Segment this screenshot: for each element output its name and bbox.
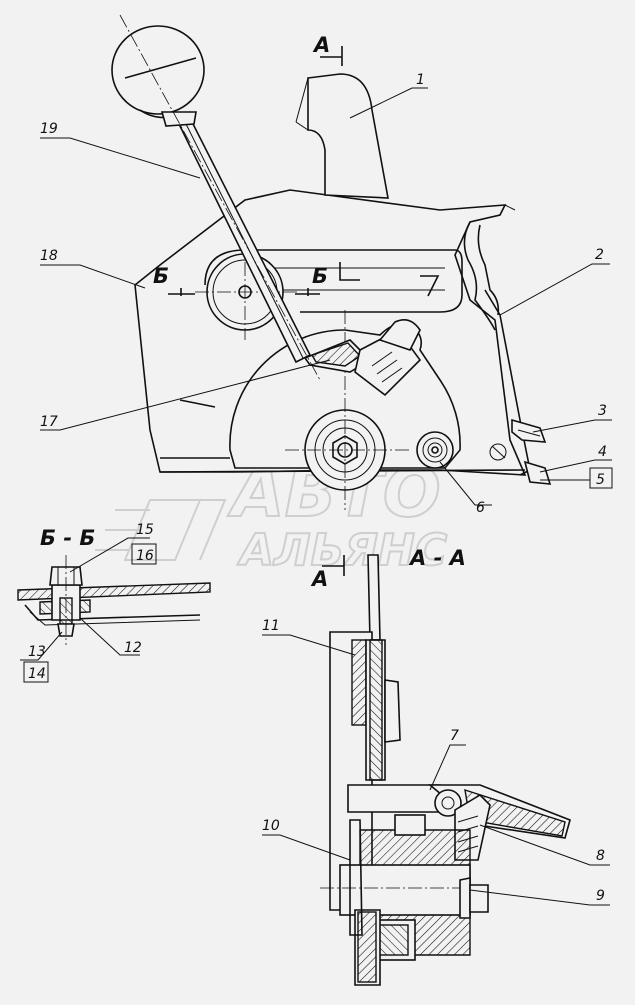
callout-17: 17 — [40, 414, 58, 430]
callout-10: 10 — [262, 818, 280, 834]
section-mark-a-bottom: А — [310, 567, 328, 591]
callout-leaders — [20, 87, 612, 906]
callout-9: 9 — [596, 888, 605, 904]
callout-3: 3 — [598, 403, 607, 419]
main-view: Б Б А — [111, 14, 552, 510]
callout-8: 8 — [596, 848, 605, 864]
callout-6: 6 — [476, 500, 485, 516]
section-bb-view: Б - Б — [17, 526, 211, 645]
callout-1: 1 — [416, 72, 425, 88]
section-title-bb: Б - Б — [40, 526, 95, 550]
shift-arm-1 — [307, 73, 389, 199]
callout-labels: 1 2 3 4 5 6 7 8 9 10 11 12 13 14 15 16 1… — [23, 72, 613, 904]
shift-lever-19 — [111, 14, 321, 381]
section-aa-view: А - А А — [310, 546, 571, 986]
section-title-aa: А - А — [408, 546, 466, 570]
callout-14: 14 — [28, 666, 46, 682]
section-mark-b-right: Б — [312, 264, 328, 288]
callout-16: 16 — [136, 548, 154, 564]
watermark-line-2: АЛЬЯНС — [237, 525, 447, 576]
callout-7: 7 — [450, 728, 459, 744]
callout-18: 18 — [40, 248, 58, 264]
section-mark-a-top: А — [312, 33, 330, 57]
callout-13: 13 — [28, 644, 46, 660]
callout-11: 11 — [262, 618, 280, 634]
callout-12: 12 — [124, 640, 142, 656]
watermark-emblem — [95, 499, 227, 561]
section-mark-b-left: Б — [153, 264, 169, 288]
callout-5: 5 — [596, 472, 605, 488]
callout-4: 4 — [598, 444, 607, 460]
callout-15: 15 — [136, 522, 154, 538]
callout-2: 2 — [595, 247, 604, 263]
callout-19: 19 — [40, 121, 58, 137]
